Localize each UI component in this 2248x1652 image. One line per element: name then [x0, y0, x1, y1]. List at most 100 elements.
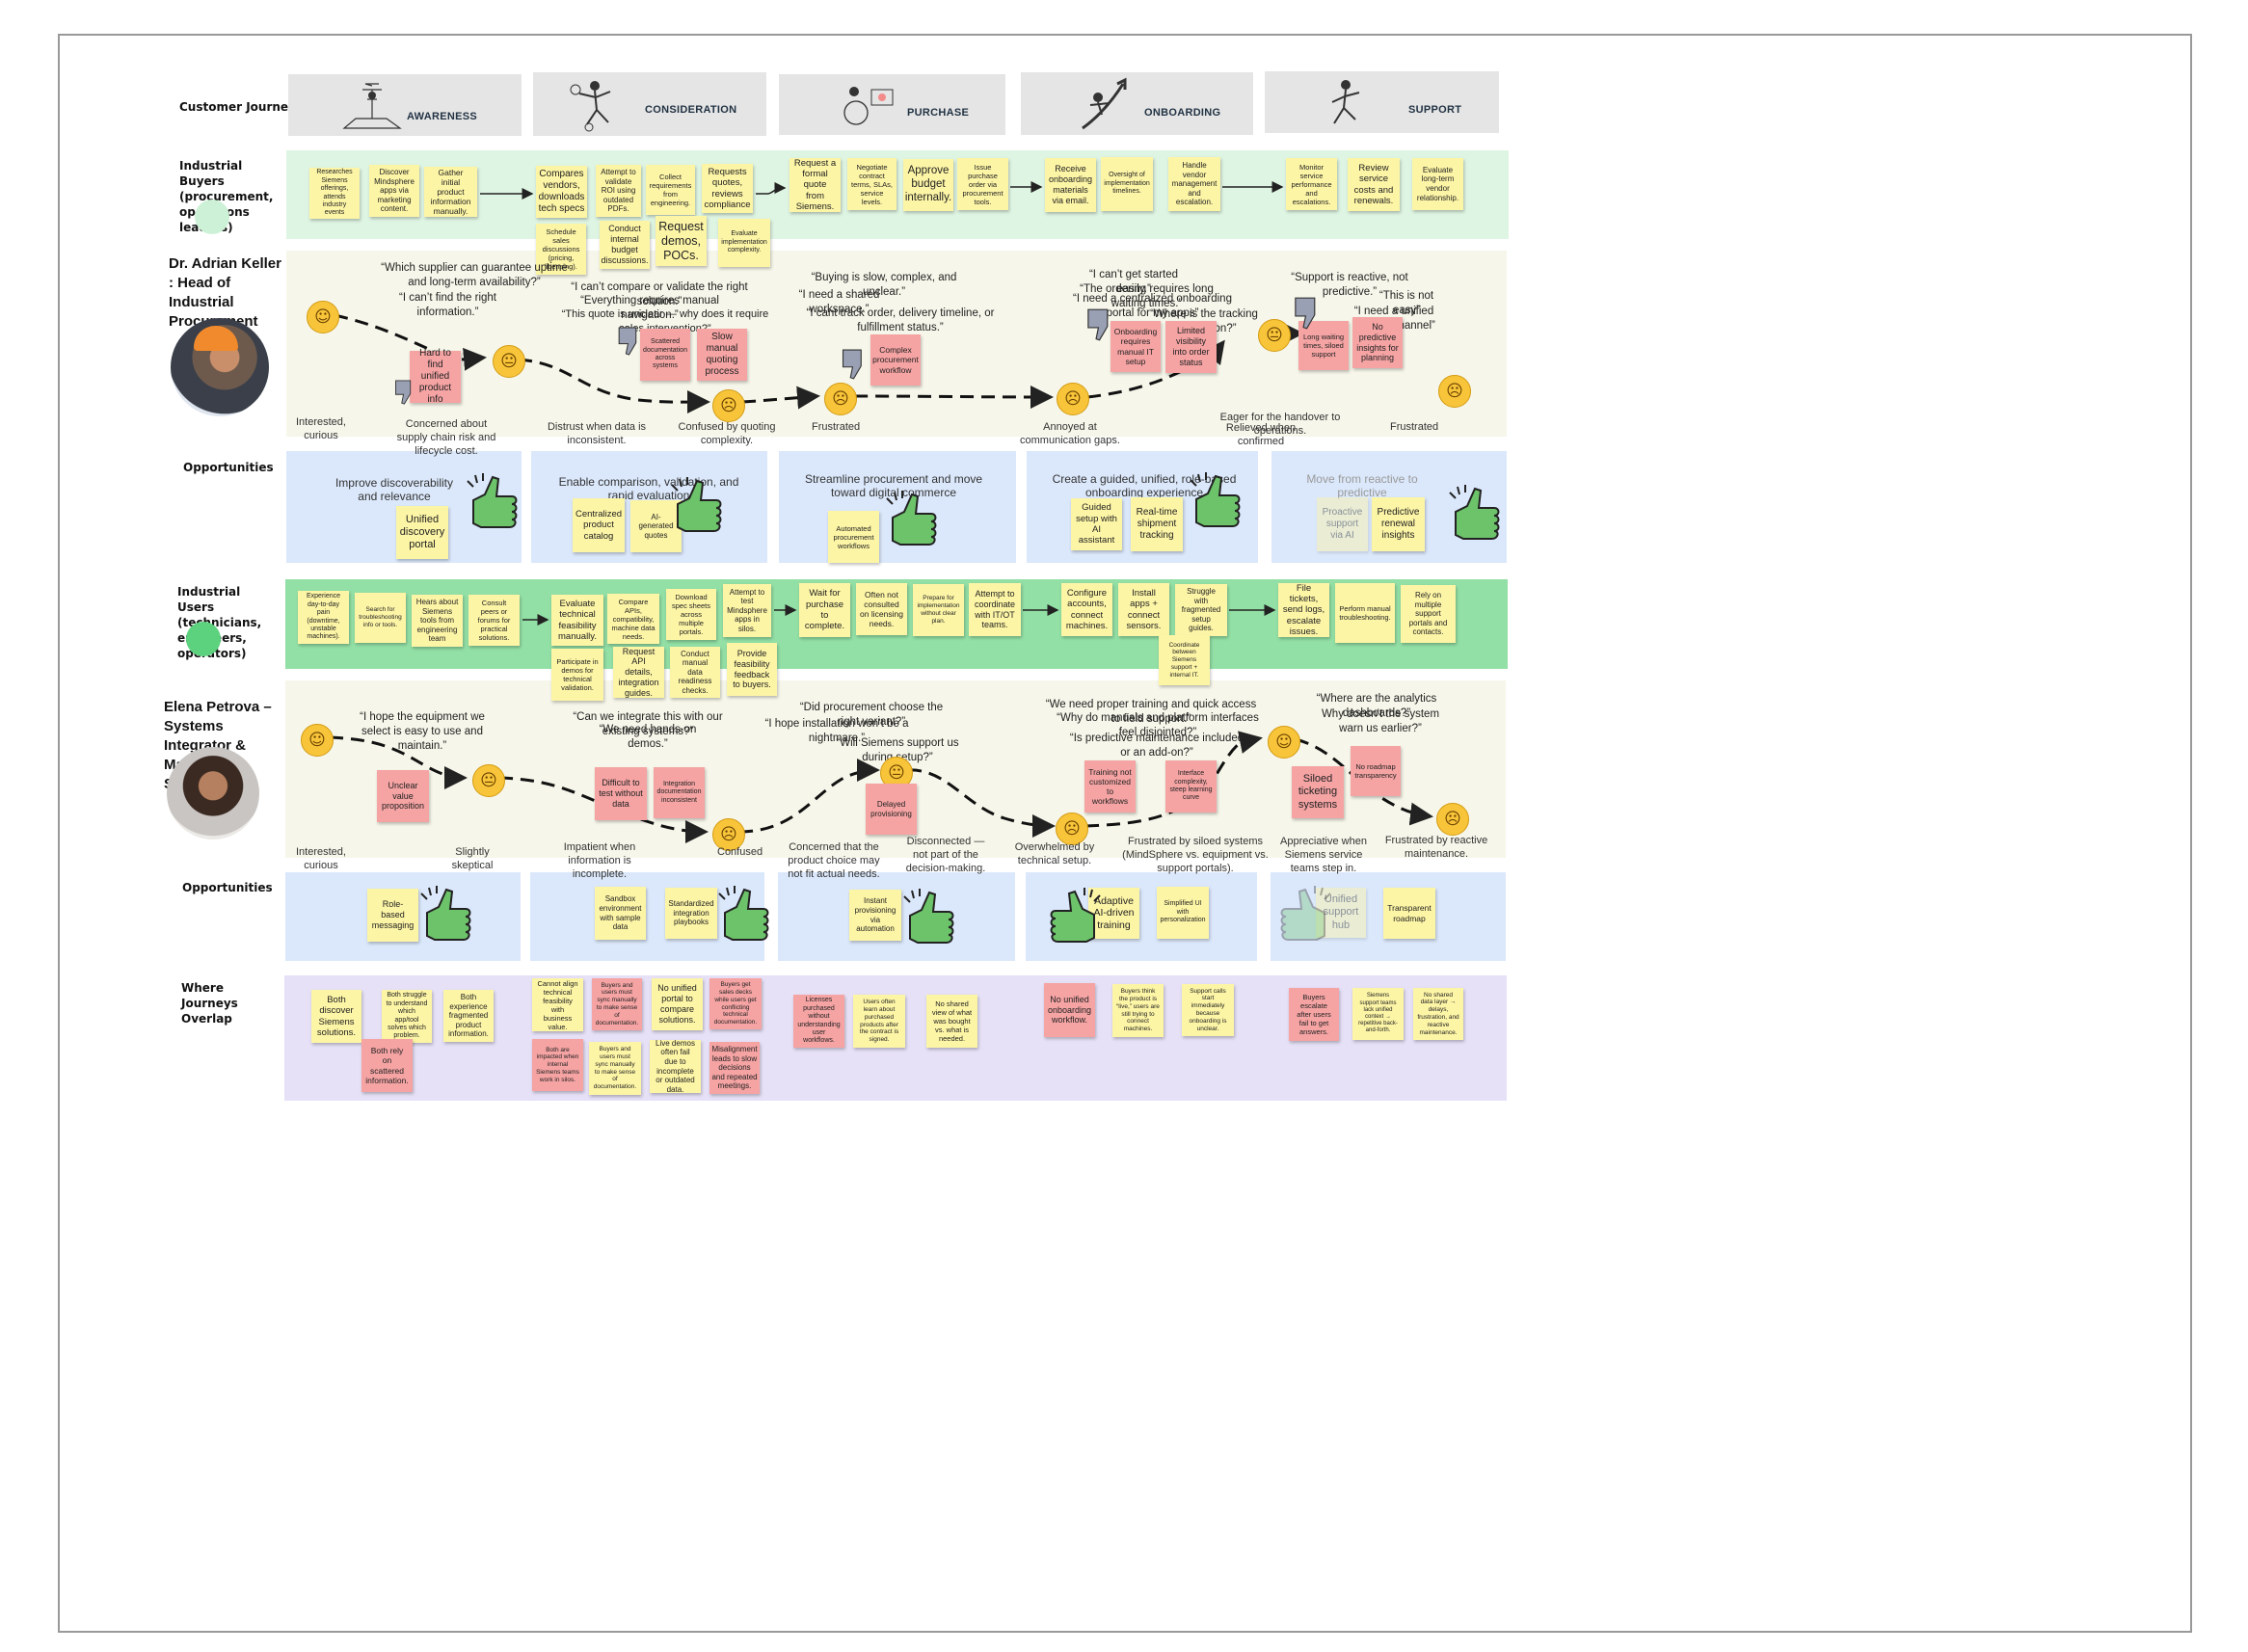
persona1-pain-note: Limited visibility into order status — [1165, 321, 1217, 373]
persona2-emotion-caption: Confused — [717, 846, 763, 858]
opp1-note: AI-generated quotes — [630, 500, 682, 552]
persona2-quote: “Why do manuals and platform interfaces … — [1057, 712, 1259, 738]
opp1-note: Real-time shipment tracking — [1131, 497, 1183, 551]
sad-face-icon: ☹ — [712, 389, 745, 422]
buyer-note: Compares vendors, downloads tech specs — [536, 166, 587, 218]
persona1-quote: “Support is reactive, not predictive.” — [1291, 272, 1408, 298]
user-note: Hears about Siemens tools from engineeri… — [412, 595, 463, 647]
smiley-face-icon: ☺ — [1268, 726, 1300, 759]
buyer-note: Evaluate implementation complexity. — [718, 219, 770, 267]
persona2-quote: “I hope installation won’t be a nightmar… — [764, 718, 909, 744]
phase-purchase: PURCHASE — [779, 74, 1005, 135]
thumbs-down-icon — [618, 327, 637, 356]
opp2-note: Transparent roadmap — [1383, 888, 1435, 939]
overlap-note: Support calls start immediately because … — [1182, 984, 1234, 1036]
buyer-note: Monitor service performance and escalati… — [1286, 158, 1337, 210]
overlap-note: Live demos often fail due to incomplete … — [650, 1039, 701, 1094]
buyer-note: Conduct internal budget discussions. — [600, 221, 650, 269]
user-note: Provide feasibility feedback to buyers. — [727, 643, 777, 696]
persona1-quote: “I can’t get started easily.” — [1088, 269, 1179, 295]
phase-consideration: CONSIDERATION — [533, 72, 766, 136]
opp2-note: Adaptive AI-driven training — [1088, 888, 1139, 939]
persona2-quote: “Is predictive maintenance included or a… — [1069, 733, 1244, 759]
row-label-overlap: Where Journeys Overlap — [181, 981, 238, 1026]
persona1-emotion-caption: Frustrated — [812, 421, 861, 433]
user-note: Experience day-to-day pain (downtime, un… — [298, 591, 349, 644]
buyer-note: Schedule sales discussions (pricing, lic… — [536, 224, 586, 275]
persona2-emotion-caption: Disconnected — not part of the decision-… — [905, 836, 986, 874]
journey-map-board: Customer Journey Phases Industrial Buyer… — [58, 34, 2192, 1633]
overlap-note: Both struggle to understand which app/to… — [382, 990, 432, 1043]
purchase-illustration-icon — [843, 87, 894, 125]
persona1-emotion-caption: Distrust when data is inconsistent. — [547, 421, 647, 446]
persona2-pain-note: Unclear value proposition — [377, 770, 429, 822]
persona1-emotion-caption: Interested, curious — [296, 416, 346, 441]
persona1-emotion-caption: Eager for the handover to operations. — [1219, 412, 1341, 437]
persona1-avatar — [171, 318, 269, 416]
buyer-note: Issue purchase order via procurement too… — [957, 158, 1008, 210]
persona1-emotion-caption: Concerned about supply chain risk and li… — [396, 418, 496, 457]
users-color-dot — [186, 622, 221, 656]
sad-face-icon: ☹ — [1438, 375, 1471, 408]
persona2-emotion-caption: Frustrated by reactive maintenance. — [1384, 835, 1488, 860]
persona2-pain-note: Training not customized to workflows — [1084, 760, 1136, 813]
user-note: Consult peers or forums for practical so… — [468, 595, 520, 646]
user-note: Rely on multiple support portals and con… — [1401, 585, 1456, 643]
persona1-quote: “This is not easy” — [1378, 290, 1434, 316]
overlap-note: Buyers escalate after users fail to get … — [1289, 988, 1339, 1041]
persona2-quote: “Can we integrate this with our existing… — [573, 711, 723, 737]
user-note: Often not consulted on licensing needs. — [856, 583, 907, 635]
buyer-note: Request demos, POCs. — [656, 216, 707, 266]
persona1-pain-note: Hard to find unified product info — [410, 348, 461, 405]
persona1-pain-note: Onboarding requires manual IT setup — [1111, 321, 1161, 372]
persona1-quote: “I need a shared workspace.” — [798, 289, 880, 315]
buyer-note: Oversight of implementation timelines. — [1101, 157, 1153, 211]
phase-awareness: AWARENESS — [288, 74, 522, 136]
lane-opp1-purchase — [779, 451, 1016, 563]
user-note: Request API details, integration guides. — [613, 647, 664, 698]
persona1-quote: “I can’t find the right information.” — [399, 292, 496, 318]
opp2-note: Standardized integration playbooks — [665, 888, 717, 939]
onboarding-illustration-icon — [1082, 77, 1127, 130]
sad-face-icon: ☹ — [1056, 813, 1088, 845]
phase-support: SUPPORT — [1265, 71, 1499, 133]
persona2-pain-note: Difficult to test without data — [595, 767, 647, 820]
overlap-note: No shared data layer → delays, frustrati… — [1413, 988, 1463, 1040]
thumbs-up-icon — [1190, 472, 1241, 527]
overlap-note: Licenses purchased without understanding… — [793, 995, 844, 1048]
overlap-note: Users often learn about purchased produc… — [853, 995, 905, 1048]
buyer-note: Negotiate contract terms, SLAs, service … — [847, 158, 897, 210]
user-note: Attempt to test Mindsphere apps in silos… — [723, 584, 771, 637]
neutral-face-icon: 😐 — [493, 345, 525, 378]
opp2-note: Sandbox environment with sample data — [595, 887, 646, 940]
persona1-quote: “I need a centralized onboarding portal … — [1073, 293, 1232, 319]
user-note: Conduct manual data readiness checks. — [670, 647, 720, 698]
persona2-pain-note: Siloed ticketing systems — [1292, 766, 1344, 818]
overlap-note: No unified portal to compare solutions. — [652, 978, 703, 1030]
user-note: Search for troubleshooting info or tools… — [355, 593, 406, 643]
sad-face-icon: ☹ — [824, 383, 857, 415]
row-label-opportunities-1: Opportunities — [183, 461, 274, 474]
opp2-note: Instant provisioning via automation — [849, 890, 901, 941]
user-note: File tickets, send logs, escalate issues… — [1278, 583, 1329, 637]
persona1-quote: “Which supplier can guarantee uptime and… — [381, 262, 568, 288]
overlap-note: Cannot align technical feasibility with … — [532, 978, 583, 1031]
user-note: Coordinate between Siemens support + int… — [1159, 635, 1210, 685]
overlap-note: Buyers and users must sync manually to m… — [592, 978, 642, 1030]
user-note: Attempt to coordinate with IT/OT teams. — [969, 583, 1021, 636]
persona1-pain-note: Complex procurement workflow — [870, 334, 921, 386]
opp1-note: Unified discovery portal — [396, 506, 448, 559]
user-note: Download spec sheets across multiple por… — [666, 589, 716, 640]
opp2-note: Unified support hub — [1316, 888, 1366, 938]
persona1-emotion-caption: Annoyed at communication gaps. — [1020, 421, 1120, 446]
buyer-note: Request a formal quote from Siemens. — [789, 158, 841, 212]
overlap-note: Both rely on scattered information. — [361, 1039, 413, 1092]
overlap-note: Both are impacted when internal Siemens … — [532, 1039, 583, 1091]
opp1-header: Streamline procurement and move toward d… — [804, 472, 983, 499]
persona2-quote: “We need proper training and quick acces… — [1045, 699, 1257, 725]
persona2-quote: Why doesn’t the system warn us earlier?” — [1321, 708, 1440, 734]
user-note: Prepare for implementation without clear… — [913, 584, 964, 636]
opp1-note: Automated procurement workflows — [828, 511, 879, 563]
user-note: Install apps + connect sensors. — [1118, 583, 1169, 636]
thumbs-up-icon — [903, 889, 954, 944]
